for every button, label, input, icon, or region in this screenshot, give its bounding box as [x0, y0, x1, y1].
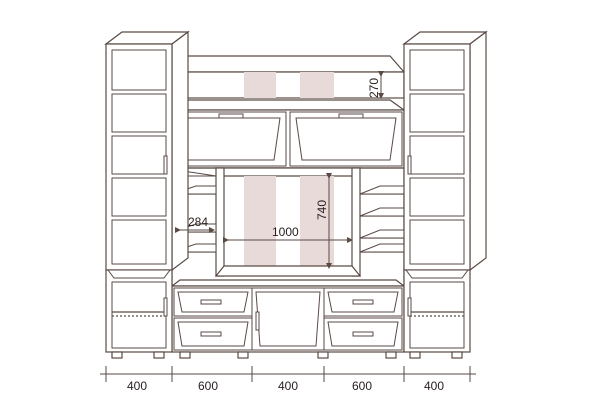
dim-label-270: 270 [367, 78, 381, 98]
right-tower [402, 30, 488, 359]
dim-bottom-3: 400 [278, 379, 298, 393]
dim-label-1000: 1000 [272, 225, 299, 239]
flap-handle-right [338, 113, 364, 119]
flap-handle-left [218, 113, 244, 119]
dim-bottom-5: 400 [424, 379, 444, 393]
upper-cabinet [170, 99, 406, 169]
dim-label-284: 284 [188, 215, 208, 229]
dim-side-shelf: 284 [175, 215, 215, 233]
dim-bottom-1: 400 [127, 379, 147, 393]
left-tower [104, 30, 190, 359]
dim-bottom-widths: 400 600 400 600 400 [100, 366, 476, 393]
dim-top-niche-height: 270 [367, 71, 384, 99]
right-side-shelves [359, 185, 405, 253]
dim-label-740: 740 [315, 200, 329, 220]
dim-center-height: 740 [315, 173, 332, 269]
dim-bottom-4: 600 [352, 379, 372, 393]
bottom-console [170, 279, 406, 359]
top-niche [170, 55, 406, 99]
dim-bottom-2: 600 [198, 379, 218, 393]
dim-center-width: 1000 [223, 225, 353, 243]
